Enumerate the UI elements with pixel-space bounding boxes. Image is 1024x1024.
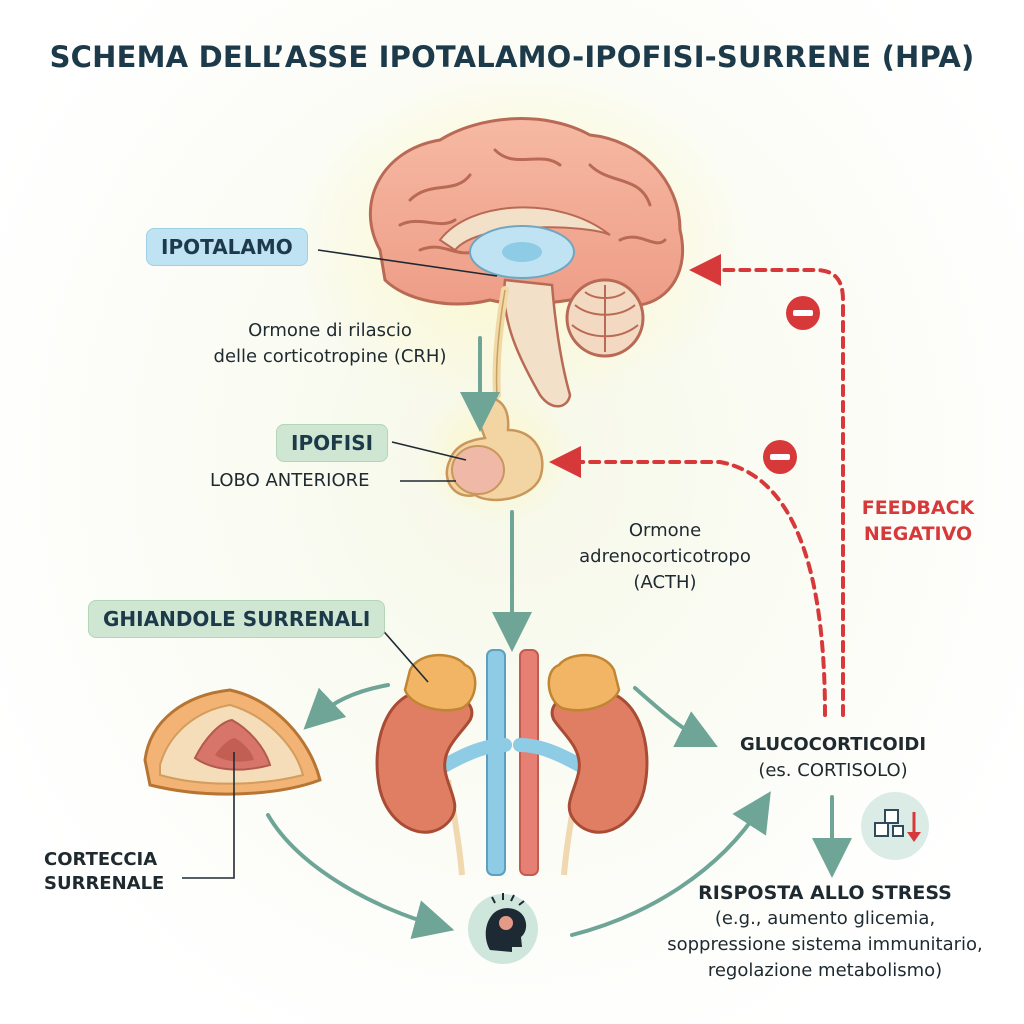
right-kidney <box>547 653 649 834</box>
glucocorticoids-line2: (es. CORTISOLO) <box>758 760 908 781</box>
hypothalamus-label: IPOTALAMO <box>146 228 308 266</box>
stress-response-label: RISPOSTA ALLO STRESS (e.g., aumento glic… <box>630 880 1020 984</box>
feedback-to-pituitary <box>549 446 827 717</box>
adrenal-cortex-line2: SURRENALE <box>44 873 165 894</box>
minus-circle-icon <box>763 440 797 474</box>
stress-to-gluco-arrow <box>570 791 771 937</box>
stress-response-line2: soppressione sistema immunitario, <box>667 934 983 955</box>
glucose-down-icon <box>861 792 929 860</box>
pituitary-label: IPOFISI <box>276 424 389 462</box>
to-cortex-arrow <box>303 683 390 730</box>
negative-feedback-line2: NEGATIVO <box>863 523 973 545</box>
stress-head-icon <box>468 893 538 964</box>
acth-label-line2: adrenocorticotropo <box>579 546 751 567</box>
feedback-to-hypothalamus <box>689 254 845 717</box>
anterior-lobe-label: LOBO ANTERIORE <box>210 470 370 491</box>
adrenal-cortex-illustration <box>143 688 322 796</box>
brain-illustration <box>368 117 685 408</box>
adrenal-cortex-label: CORTECCIA SURRENALE <box>44 848 164 896</box>
left-kidney <box>375 653 477 834</box>
minus-circle-icon <box>786 296 820 330</box>
acth-label-line1: Ormone <box>628 520 702 541</box>
stress-response-line3: regolazione metabolismo) <box>707 960 943 981</box>
page-title: SCHEMA DELL’ASSE IPOTALAMO-IPOFISI-SURRE… <box>49 40 975 74</box>
negative-feedback-line1: FEEDBACK <box>861 497 975 519</box>
adrenal-glands-label: GHIANDOLE SURRENALI <box>88 600 386 638</box>
cortex-to-stress-arrow <box>266 813 455 940</box>
stress-response-line1: (e.g., aumento glicemia, <box>714 908 936 929</box>
adrenal-cortex-line1: CORTECCIA <box>44 849 158 870</box>
negative-feedback-label: FEEDBACK NEGATIVO <box>848 495 988 547</box>
crh-label-line1: Ormone di rilascio <box>248 320 412 341</box>
glucocorticoids-label: GLUCOCORTICOIDI (es. CORTISOLO) <box>708 732 958 784</box>
acth-label: Ormone adrenocorticotropo (ACTH) <box>560 518 770 596</box>
negative-feedback-arrows <box>549 254 845 717</box>
to-gluco-arrow <box>633 686 718 747</box>
acth-label-line3: (ACTH) <box>633 572 697 593</box>
leader-lines <box>182 249 498 879</box>
crh-label-line2: delle corticotropine (CRH) <box>213 346 447 367</box>
glucocorticoids-line1: GLUCOCORTICOIDI <box>739 734 927 755</box>
stress-response-title: RISPOSTA ALLO STRESS <box>698 882 952 904</box>
flow-arrows <box>266 336 852 940</box>
pituitary-illustration <box>445 396 544 502</box>
crh-label: Ormone di rilascio delle corticotropine … <box>180 318 480 370</box>
